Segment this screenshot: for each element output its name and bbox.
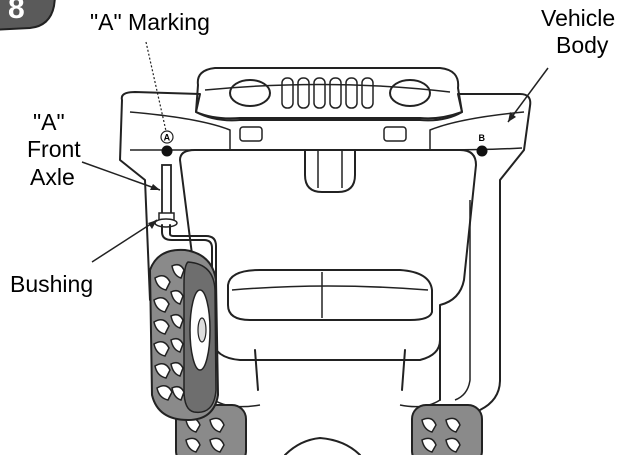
- front-axle-label-line3: Axle: [30, 164, 75, 190]
- vehicle-body-label-line1: Vehicle: [541, 5, 615, 31]
- front-axle-arrowhead: [150, 184, 160, 190]
- vehicle-body-leader: [507, 67, 549, 123]
- footwell-bump: [284, 437, 361, 455]
- bushing-label: Bushing: [10, 271, 93, 297]
- body-rim-right: [429, 111, 525, 151]
- hood-outline: [195, 67, 463, 120]
- grille: [281, 77, 374, 109]
- hole-b-letter: B: [479, 133, 486, 143]
- hood-ridge: [204, 83, 451, 93]
- body-frame-inner: [179, 149, 477, 361]
- vehicle-body-label-line2: Body: [556, 32, 609, 58]
- tire-tread: [153, 263, 185, 401]
- lower-body: [211, 339, 441, 401]
- front-wheel: [148, 248, 220, 422]
- steering-column: [304, 149, 356, 193]
- vehicle-body-arrowhead: [508, 112, 516, 122]
- right-panel-edge: [454, 200, 471, 401]
- axle-washer: [154, 218, 178, 228]
- a-marking-leader: [145, 41, 167, 132]
- hole-a-marker: [160, 130, 174, 144]
- hole-a: A: [160, 130, 174, 157]
- axle-arm: [161, 224, 217, 331]
- headlight-right: [389, 79, 431, 107]
- hole-a-dot: [161, 145, 173, 157]
- body-frame-outer: [119, 91, 532, 455]
- labels: "A" Marking Vehicle Body "A" Front Axle …: [10, 5, 615, 297]
- front-axle-label-line1: "A": [33, 109, 65, 135]
- front-axle: [154, 164, 217, 331]
- hole-b-dot: [476, 145, 488, 157]
- rear-wheel-right: [411, 404, 483, 455]
- seat: [227, 269, 433, 321]
- body-slot-left: [239, 126, 263, 142]
- body-rim-left: [129, 111, 231, 151]
- hole-b: B: [476, 133, 488, 157]
- step-badge: 8: [0, 0, 56, 31]
- axle-rod: [161, 164, 172, 216]
- lower-body-curve: [213, 399, 441, 408]
- step-number: 8: [8, 0, 25, 25]
- a-marking-label: "A" Marking: [90, 9, 210, 35]
- body-slot-right: [383, 126, 407, 142]
- callout-lines: [81, 41, 549, 263]
- step-badge-shape: [0, 0, 56, 31]
- steering-column-detail: [317, 150, 343, 188]
- headlight-left: [229, 79, 271, 107]
- bushing-leader: [91, 219, 158, 263]
- front-axle-leader: [81, 161, 161, 191]
- wheel-hub-center: [197, 317, 207, 343]
- front-axle-label-line2: Front: [27, 136, 81, 162]
- seat-top-edge: [231, 285, 429, 291]
- hole-a-letter: A: [164, 133, 171, 143]
- bushing-arrowhead: [148, 220, 157, 229]
